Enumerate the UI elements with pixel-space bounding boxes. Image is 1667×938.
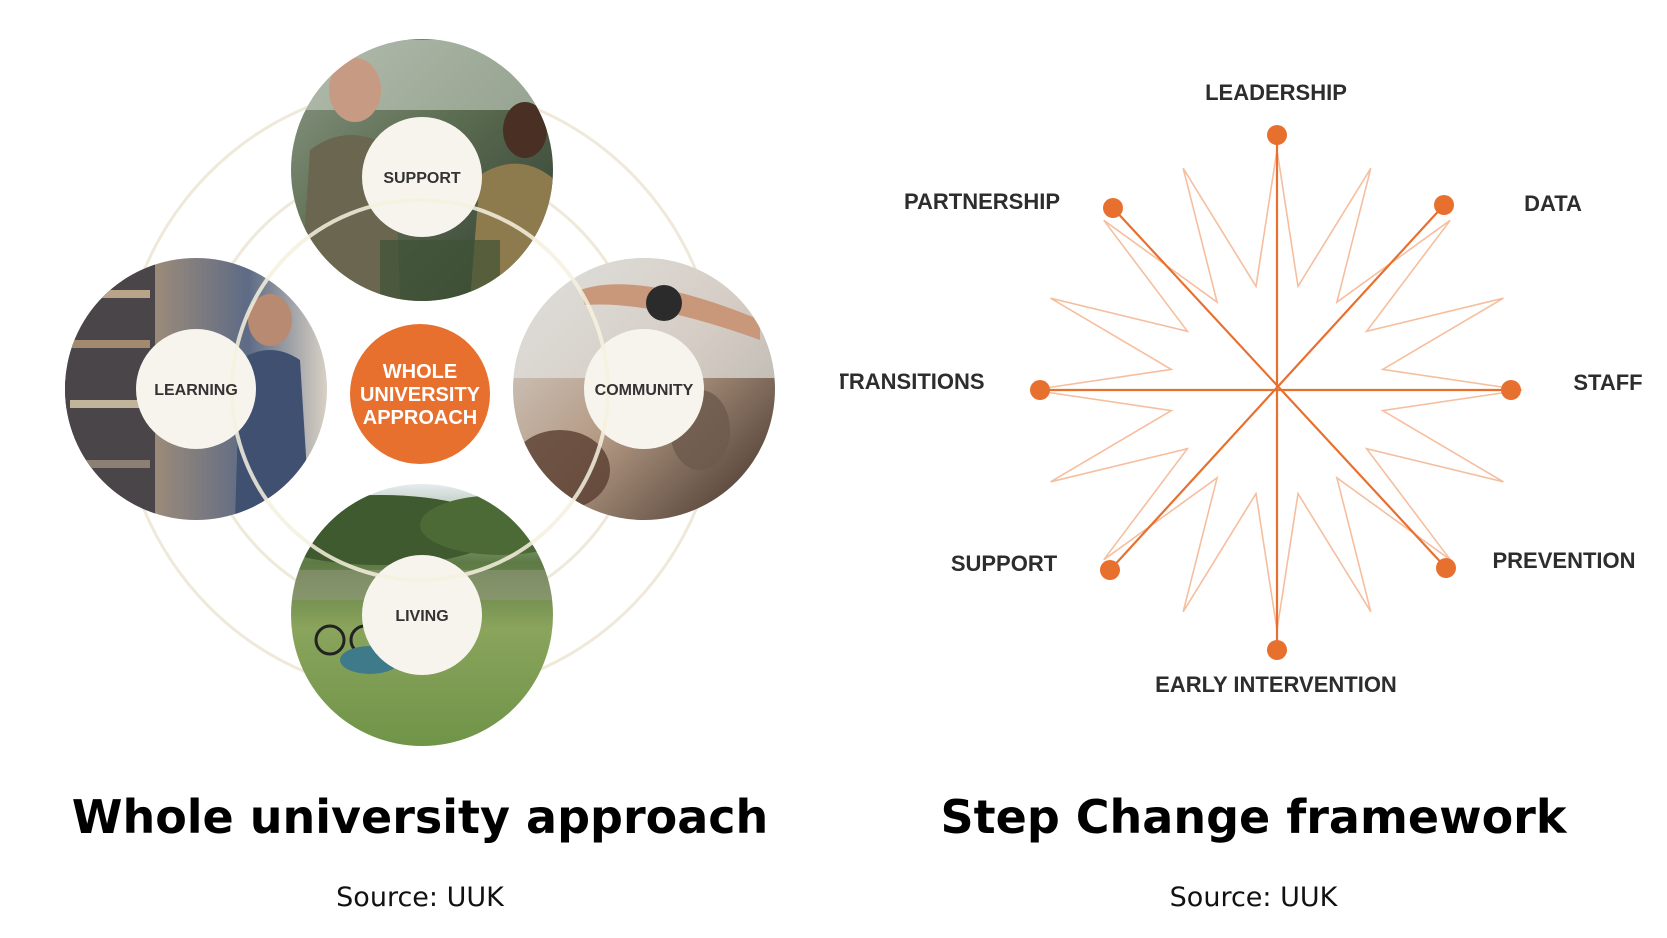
spoke-data-support [1109, 204, 1445, 571]
learning-photo-circle [65, 258, 327, 520]
transitions-label: TRANSITIONS [840, 369, 985, 394]
center-label-line-2: UNIVERSITY [360, 384, 481, 406]
support-label: SUPPORT [383, 170, 461, 187]
whole-university-diagram: SUPPORT LEARNING COMMUNITY LIVING WHOLE … [65, 39, 775, 746]
support-dot [1100, 560, 1120, 580]
learning-label: LEARNING [154, 382, 238, 399]
leadership-label: LEADERSHIP [1205, 80, 1347, 105]
whole-university-source: Source: UUK [336, 882, 504, 913]
step-change-panel: LEADERSHIP DATA STAFF PREVENTION EARLY I… [840, 0, 1667, 938]
support-node-label: SUPPORT [951, 551, 1058, 576]
living-label: LIVING [395, 608, 448, 625]
center-circle [350, 324, 490, 464]
leadership-dot [1267, 125, 1287, 145]
partnership-label: PARTNERSHIP [904, 189, 1060, 214]
data-label: DATA [1524, 191, 1582, 216]
prevention-dot [1436, 558, 1456, 578]
transitions-dot [1030, 380, 1050, 400]
step-change-diagram: LEADERSHIP DATA STAFF PREVENTION EARLY I… [840, 80, 1643, 697]
prevention-label: PREVENTION [1492, 548, 1635, 573]
step-change-source: Source: UUK [1169, 882, 1338, 913]
connector-rings [230, 198, 610, 582]
center-label-line-3: APPROACH [363, 407, 477, 429]
center-label-line-1: WHOLE [383, 361, 457, 383]
spoke-prevention-partnership [1112, 207, 1447, 569]
staff-label: STAFF [1573, 370, 1642, 395]
early-intervention-label: EARLY INTERVENTION [1155, 672, 1397, 697]
step-change-title: Step Change framework [940, 790, 1567, 844]
early-intervention-dot [1267, 640, 1287, 660]
data-dot [1434, 195, 1454, 215]
staff-dot [1501, 380, 1521, 400]
whole-university-panel: SUPPORT LEARNING COMMUNITY LIVING WHOLE … [65, 39, 775, 913]
spoke-lines [1040, 135, 1511, 650]
community-label: COMMUNITY [595, 382, 694, 399]
whole-university-title: Whole university approach [71, 790, 769, 844]
partnership-dot [1103, 198, 1123, 218]
domain-dots [1030, 125, 1521, 660]
